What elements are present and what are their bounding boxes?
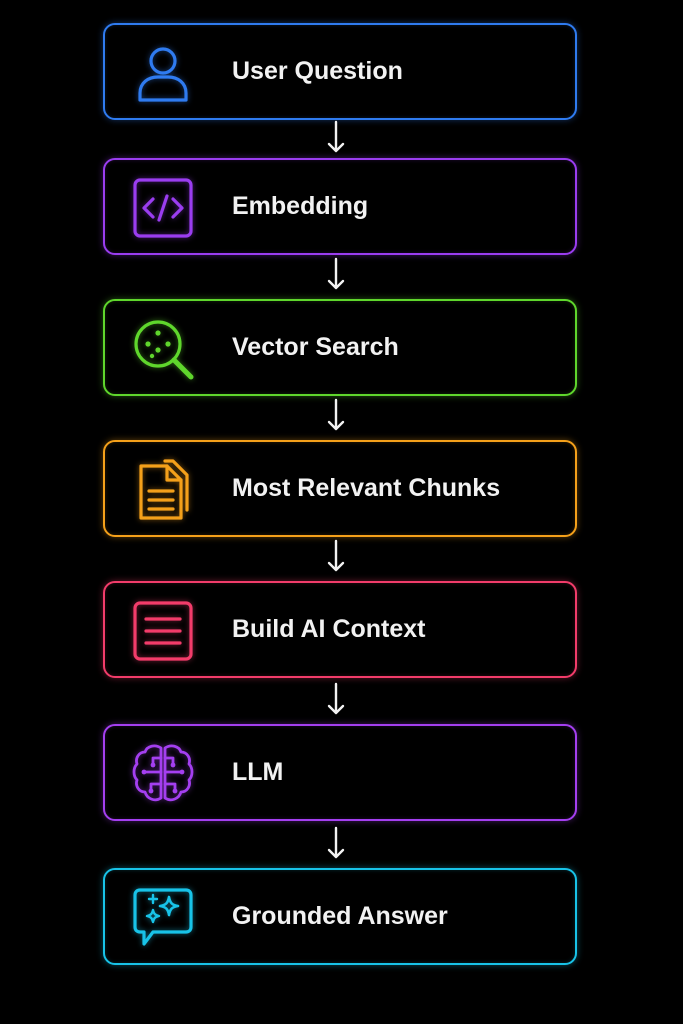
arrow-down: [326, 682, 346, 716]
arrow-down: [326, 120, 346, 154]
step-label: User Question: [232, 57, 403, 85]
step-llm: LLM: [103, 724, 577, 821]
step-user-question: User Question: [103, 23, 577, 120]
step-label: Embedding: [232, 192, 369, 220]
brain-icon: [131, 742, 195, 806]
step-label: Most Relevant Chunks: [232, 474, 501, 502]
arrow-down: [326, 398, 346, 432]
arrow-down: [326, 539, 346, 573]
code-icon: [131, 176, 195, 240]
user-icon: [131, 41, 195, 105]
step-label: Build AI Context: [232, 615, 426, 643]
step-label: LLM: [232, 758, 284, 786]
search-clusters-icon: [131, 317, 195, 381]
step-vector-search: Vector Search: [103, 299, 577, 396]
step-label: Vector Search: [232, 333, 399, 361]
arrow-down: [326, 826, 346, 860]
step-embedding: Embedding: [103, 158, 577, 255]
list-icon: [131, 599, 195, 663]
arrow-down: [326, 257, 346, 291]
step-build-ai-context: Build AI Context: [103, 581, 577, 678]
step-grounded-answer: Grounded Answer: [103, 868, 577, 965]
documents-icon: [131, 458, 195, 522]
chat-sparkle-icon: [131, 886, 195, 950]
step-label: Grounded Answer: [232, 902, 448, 930]
step-most-relevant-chunks: Most Relevant Chunks: [103, 440, 577, 537]
